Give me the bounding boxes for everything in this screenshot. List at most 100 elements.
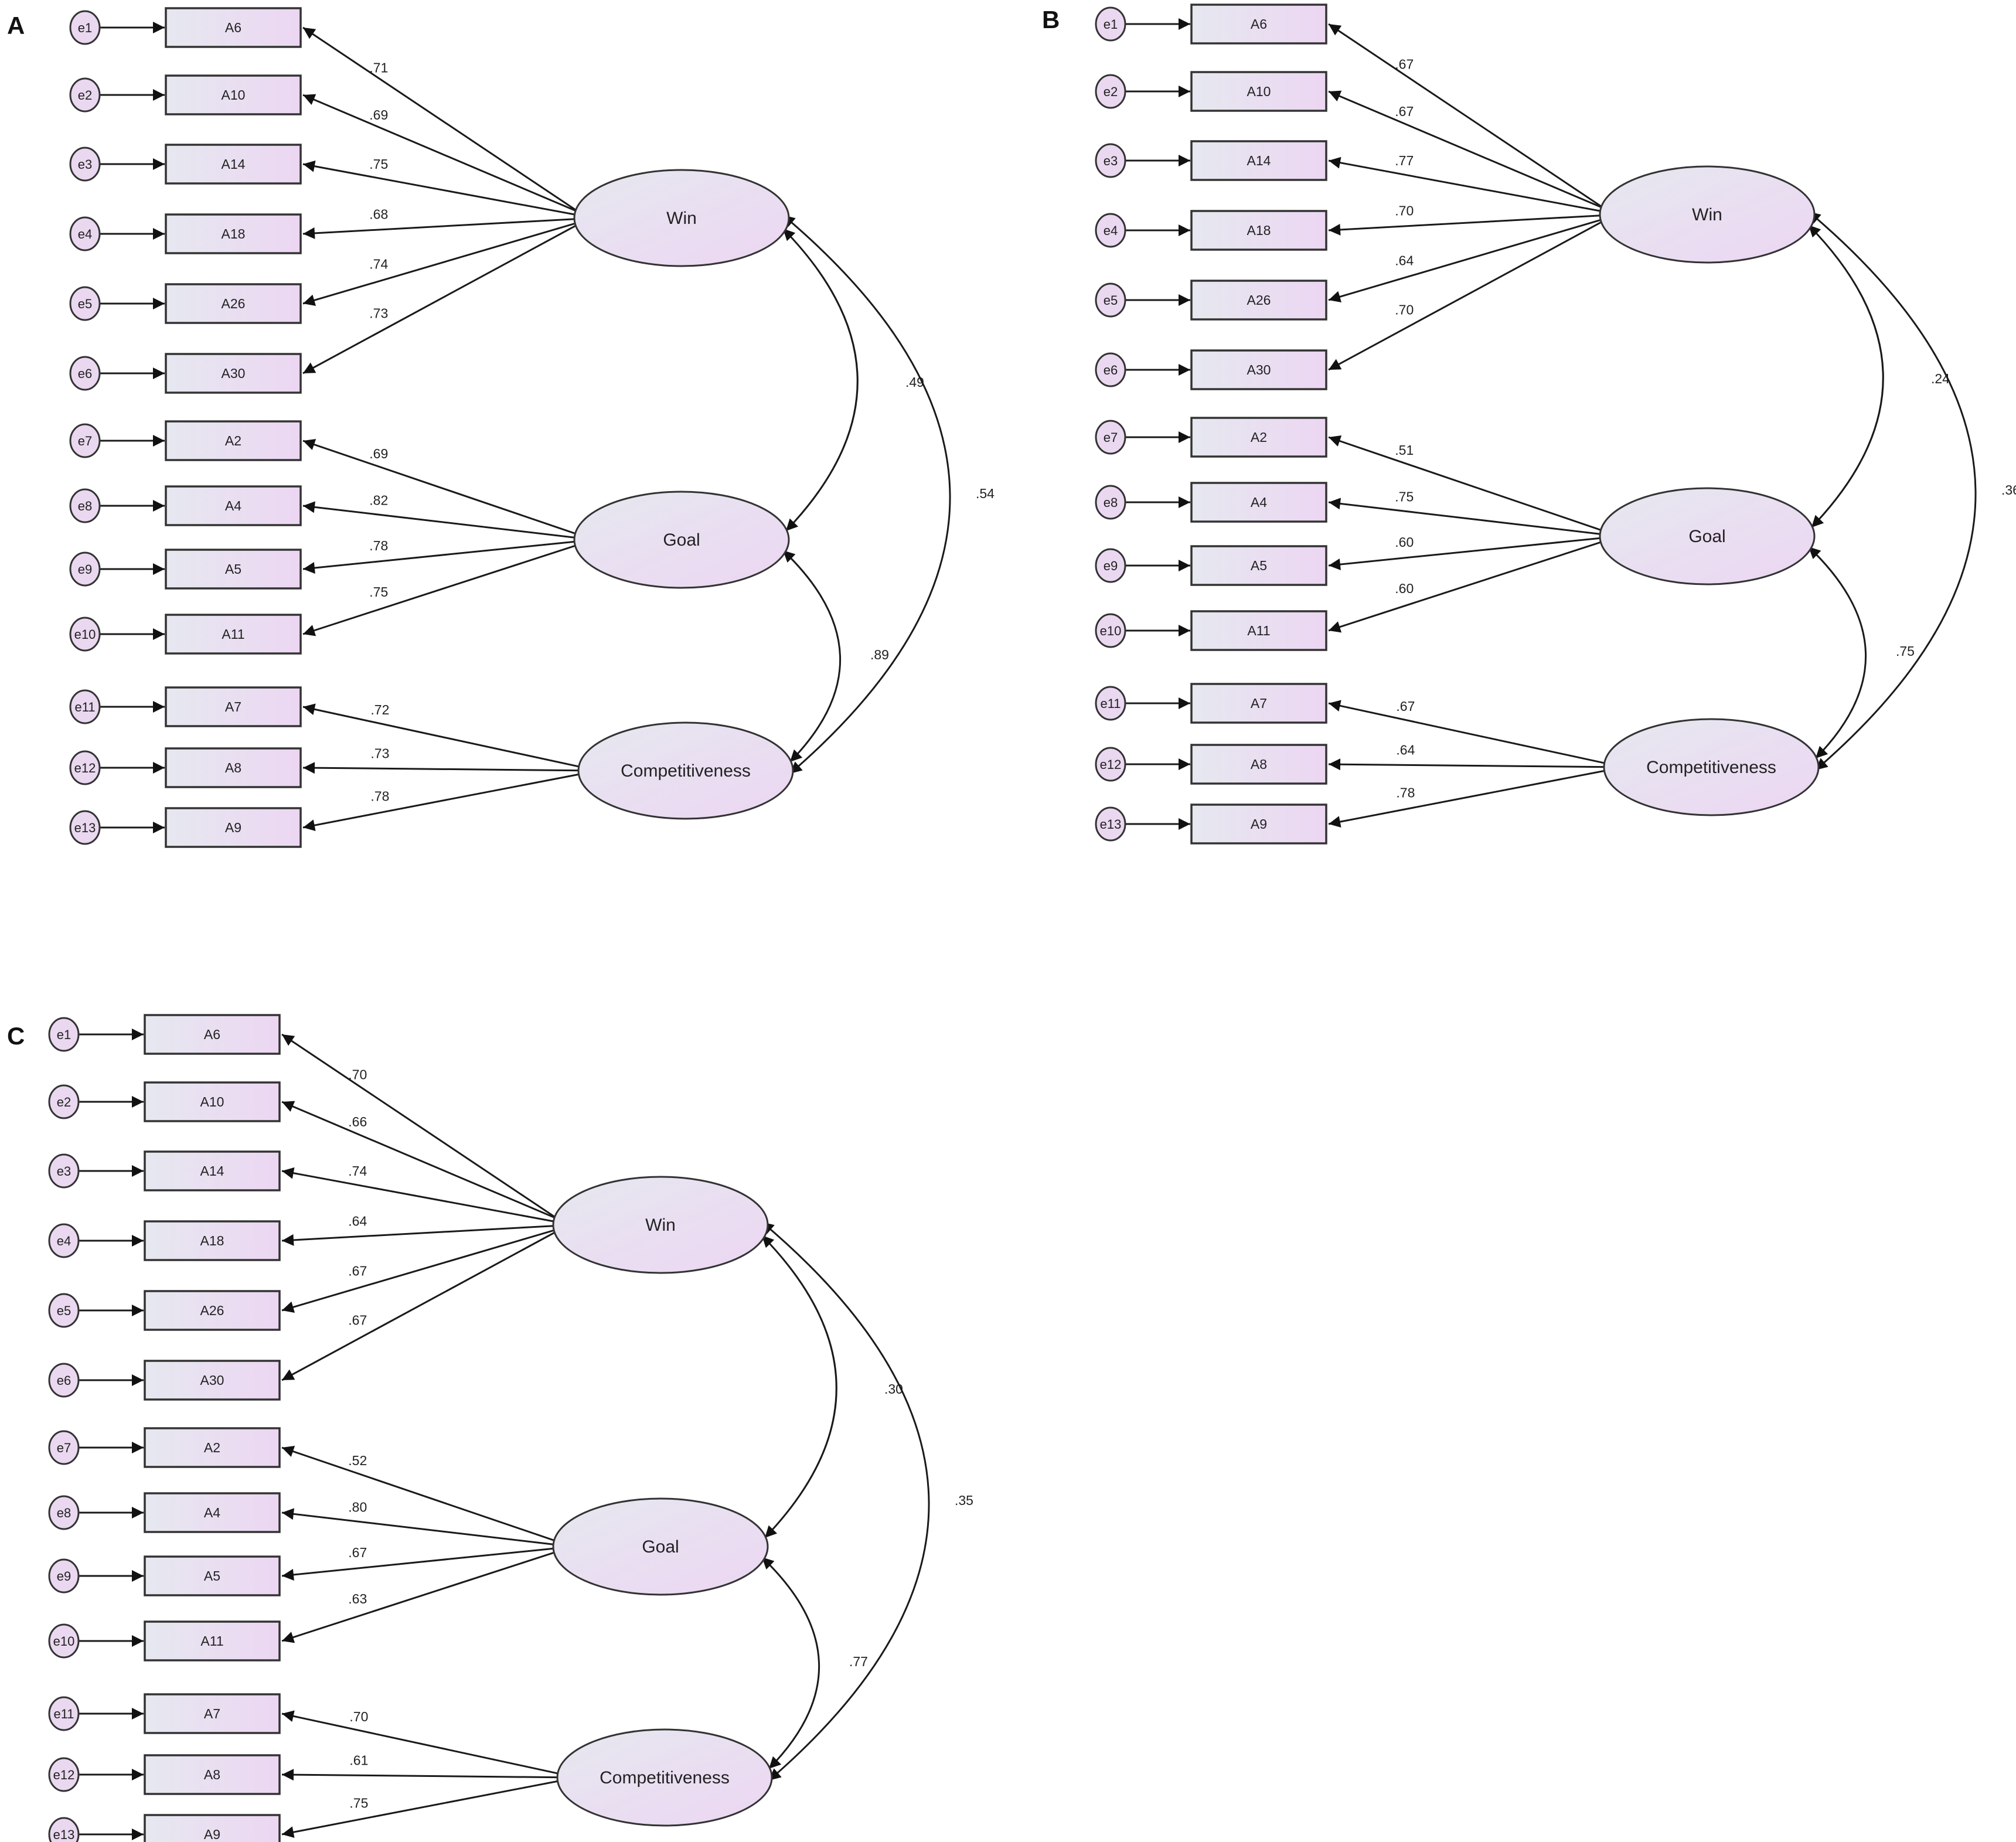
latent-2-label: Competitiveness [1646,758,1776,777]
error-term-circle [48,1495,80,1530]
latent-1-ellipse [552,1497,769,1596]
indicator-label: A18 [222,226,246,241]
loading-arrow [281,1508,559,1546]
panel-C: C.30.77.35.70.66.74.64.67.67.52.80.67.63… [7,1014,973,1842]
correlation-win_goal-curve [782,227,859,532]
error-term-circle [1095,352,1126,387]
loading-label: .82 [369,493,388,508]
panel-letter-B: B [1042,6,1060,33]
indicator-box [1190,71,1327,112]
indicator-label: A6 [1251,16,1267,32]
correlation-goal_comp-curve [782,549,841,763]
latent-1-ellipse [1599,487,1816,585]
indicator-label: A7 [225,699,241,714]
indicator-box [1190,545,1327,586]
indicator-label: A10 [1247,84,1271,99]
error-term-label: e3 [78,157,92,172]
loading-label: .70 [1395,203,1414,218]
error-term-label: e12 [53,1768,75,1782]
error-term-label: e9 [57,1569,71,1584]
loading-arrow [302,703,584,769]
loading-label: .78 [369,538,388,553]
loading-arrow [1328,758,1609,771]
error-term-label: e5 [1104,293,1118,308]
error-term-label: e3 [1104,154,1118,168]
correlation-goal_comp-curve [761,1556,820,1770]
indicator-label: A30 [1247,362,1271,377]
error-term-label: e7 [57,1441,71,1455]
loading-arrow [281,1547,559,1581]
indicator-box [144,1693,281,1734]
latent-2-ellipse [556,1728,773,1827]
loading-label: .75 [349,1795,368,1810]
indicator-box [144,1492,281,1533]
loading-label: .68 [369,206,388,222]
indicator-box [1190,482,1327,523]
error-term-label: e12 [74,761,96,775]
error-term-circle [69,10,101,45]
loading-arrow [1328,769,1609,828]
loading-label: .67 [348,1263,367,1278]
correlation-win_goal-label: .49 [905,374,924,390]
loading-label: .64 [1395,253,1414,268]
loading-arrow [281,1167,559,1223]
error-term-circle [1095,747,1126,782]
error-term-label: e10 [74,627,96,642]
error-term-label: e5 [78,297,92,311]
loading-label: .77 [1395,153,1414,168]
error-term-circle [48,1017,80,1052]
loading-label: .78 [370,788,389,803]
error-term-label: e3 [57,1164,71,1179]
loading-arrow [281,1769,563,1781]
latent-0-label: Win [666,209,697,228]
loading-label: .64 [348,1213,367,1228]
loading-arrow [1328,156,1605,213]
error-term-circle [48,1363,80,1398]
correlation-win_goal-label: .30 [884,1381,903,1397]
loading-label: .61 [349,1752,368,1768]
indicator-label: A30 [200,1373,224,1388]
indicator-box [165,686,302,727]
indicator-label: A5 [225,561,241,577]
loading-label: .51 [1395,442,1414,458]
error-term-label: e11 [74,700,95,714]
indicator-label: A9 [204,1827,220,1842]
error-term-circle [48,1223,80,1258]
indicator-label: A7 [1251,696,1267,711]
error-term-circle [1095,485,1126,520]
error-term-label: e4 [1104,223,1118,238]
loading-arrow [1328,435,1605,532]
latent-0-label: Win [645,1215,676,1235]
latent-1-ellipse [573,491,790,589]
error-term-circle [69,750,101,785]
loading-label: .69 [369,107,388,122]
error-term-circle [69,689,101,724]
correlation-win_goal-curve [1807,224,1884,529]
indicator-box [144,1150,281,1191]
error-term-circle [48,1623,80,1659]
indicator-box [1190,4,1327,45]
loading-label: .72 [370,702,389,717]
loading-label: .75 [369,584,388,600]
loading-label: .67 [1395,57,1414,72]
indicator-box [165,74,302,115]
indicator-box [144,1220,281,1261]
indicator-box [165,353,302,394]
correlation-win_goal-label: .24 [1931,371,1950,386]
latent-2-label: Competitiveness [621,761,751,781]
indicator-label: A6 [225,20,241,35]
indicator-box [1190,417,1327,458]
loading-label: .78 [1396,785,1415,800]
loading-arrow [302,221,580,306]
error-term-label: e10 [1100,624,1122,638]
latent-2-ellipse [577,721,794,820]
indicator-box [1190,610,1327,651]
error-term-label: e9 [78,562,92,577]
error-term-circle [1095,213,1126,248]
loading-arrow [281,1101,559,1220]
indicator-box [144,1555,281,1596]
indicator-label: A2 [225,433,241,448]
error-term-circle [69,551,101,587]
indicator-label: A2 [1251,430,1267,445]
indicator-box [144,1620,281,1661]
